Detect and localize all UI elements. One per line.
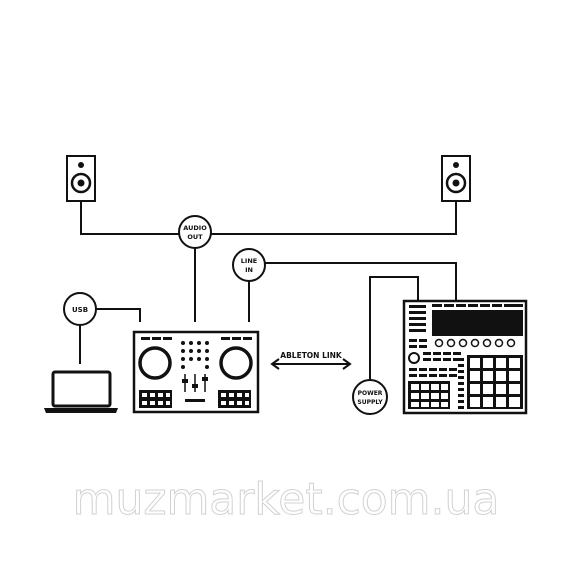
power-cable [369,276,419,380]
ableton-link-arrowhead-right [342,358,352,370]
speaker-right-icon [441,155,471,202]
line-in-label-line-1: LINE [241,257,257,265]
jog-wheel-right [219,346,253,380]
power-supply-label-line-2: SUPPLY [357,399,383,406]
power-supply-label-line-1: POWER [358,390,383,397]
ableton-link-arrowhead-left [270,358,280,370]
speaker-cable [80,202,457,235]
groovebox-main-knob [408,352,420,364]
usb-label: USB [63,292,97,326]
groovebox-screen [432,310,523,336]
connection-lines [79,202,457,380]
groovebox-icon [402,299,528,415]
audio-out-label: AUDIO OUT [178,215,212,249]
jog-wheel-left [138,346,172,380]
speaker-left-icon [66,155,96,202]
line-in-link-cable [265,262,457,300]
ableton-link-label: ABLETON LINK [280,351,343,360]
dj-controller-icon [132,330,260,414]
watermark-text: muzmarket.com.ua [73,474,500,525]
audio-out-label-line-1: AUDIO [183,224,207,232]
power-supply-label: POWER SUPPLY [352,379,388,415]
laptop-icon [44,370,118,413]
usb-cable-controller [96,308,141,322]
audio-out-label-line-2: OUT [187,233,203,241]
line-in-label-line-2: IN [245,266,253,274]
usb-label-line-1: USB [72,306,88,314]
line-in-label: LINE IN [232,248,266,282]
